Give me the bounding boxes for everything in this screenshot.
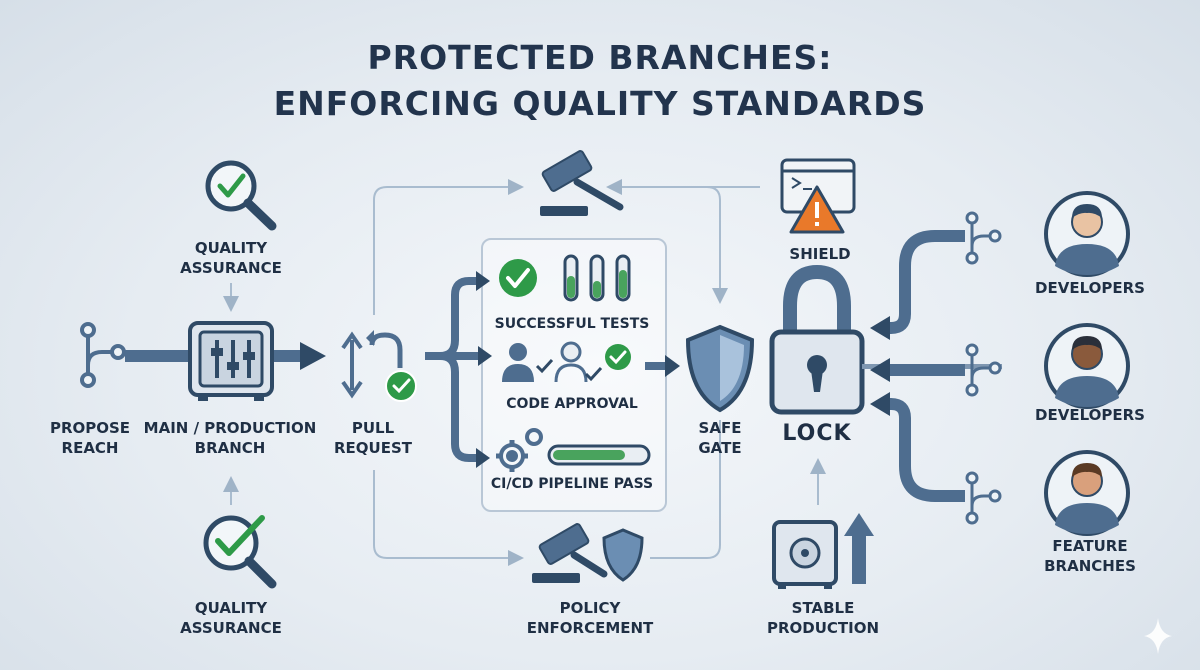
terminal-warning-icon xyxy=(780,158,856,234)
shield-label: SHIELD xyxy=(789,245,851,263)
gears-icon xyxy=(496,428,543,472)
shield-icon-small xyxy=(602,528,644,582)
magnifier-check-icon-bottom xyxy=(203,515,277,589)
policy-enforcement-label: POLICY ENFORCEMENT xyxy=(526,599,654,637)
main-flow-arrow xyxy=(125,342,326,370)
gavel-icon-top xyxy=(540,150,624,216)
code-approval-label: CODE APPROVAL xyxy=(506,396,638,412)
developer-avatar-icon-1 xyxy=(1044,191,1130,277)
magnifier-check-icon-top xyxy=(205,160,277,231)
padlock-icon xyxy=(769,264,865,415)
branch-arrows xyxy=(425,277,480,462)
qa-label-bottom: QUALITY ASSURANCE xyxy=(180,599,282,637)
title-line-1: PROTECTED BRANCHES: xyxy=(367,38,833,77)
qa-label-top: QUALITY ASSURANCE xyxy=(180,239,282,277)
developer-pipe-arrowheads xyxy=(870,316,890,416)
safe-gate-label: SAFE GATE xyxy=(698,419,742,457)
shield-icon xyxy=(685,324,755,413)
gavel-icon-bottom xyxy=(532,523,608,583)
progress-bar xyxy=(547,444,651,466)
safe-icon xyxy=(772,520,838,589)
connector-lines xyxy=(223,179,826,566)
git-branch-icon xyxy=(80,322,126,388)
up-arrow-icon xyxy=(844,513,874,584)
check-icon-tests xyxy=(499,259,537,297)
propose-reach-label: PROPOSE REACH xyxy=(49,419,131,457)
to-gate-arrow xyxy=(645,355,680,377)
developers-label-1: DEVELOPERS xyxy=(1035,279,1145,297)
main-branch-label: MAIN / PRODUCTION BRANCH xyxy=(143,419,317,457)
git-branch-icon-right-3 xyxy=(965,471,1002,525)
git-branch-icon-right-1 xyxy=(965,211,1002,265)
reviewers-icon xyxy=(502,341,631,383)
pull-request-label: PULL REQUEST xyxy=(333,419,412,457)
developers-label-2: DEVELOPERS xyxy=(1035,406,1145,424)
developer-pipes xyxy=(885,230,965,502)
branch-arrowheads xyxy=(476,271,492,468)
title-line-2: ENFORCING QUALITY STANDARDS xyxy=(273,84,927,123)
git-branch-icon-right-2 xyxy=(965,343,1002,397)
test-tubes-icon xyxy=(563,254,631,302)
developer-avatar-icon-2 xyxy=(1044,323,1130,409)
feature-branches-label: FEATURE BRANCHES xyxy=(1044,537,1136,575)
developer-avatar-icon-3 xyxy=(1044,450,1130,536)
stable-production-label: STABLE PRODUCTION xyxy=(766,599,880,637)
sparkle-icon xyxy=(1144,618,1172,654)
ci-cd-label: CI/CD PIPELINE PASS xyxy=(490,476,654,492)
vault-icon xyxy=(188,321,274,401)
pull-request-icon xyxy=(341,330,417,402)
successful-tests-label: SUCCESSFUL TESTS xyxy=(494,316,650,332)
lock-label: LOCK xyxy=(782,421,852,446)
